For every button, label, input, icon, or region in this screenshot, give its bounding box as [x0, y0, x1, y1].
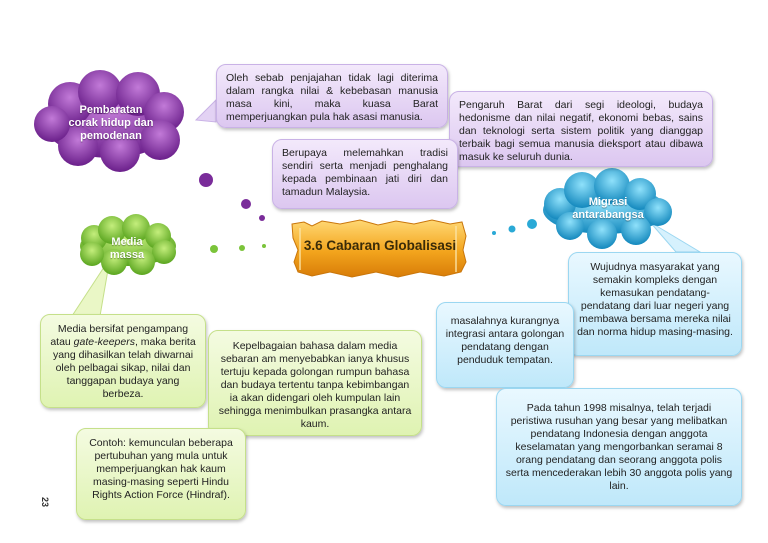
- cloud-label-migrasi: Migrasi antarabangsa: [556, 196, 660, 222]
- info-box-text: Kepelbagaian bahasa dalam media sebaran …: [218, 340, 412, 430]
- info-box-green-contoh: Contoh: kemunculan beberapa pertubuhan y…: [76, 428, 246, 520]
- callout-tail-blue-1: [649, 221, 702, 253]
- info-box-text: Media bersifat pengampang atau: [50, 323, 189, 348]
- connector-dots-purple: [199, 173, 265, 221]
- cloud-text-line: Migrasi: [588, 196, 628, 208]
- info-box-purple-pengaruh-barat: Pengaruh Barat dari segi ideologi, buday…: [449, 91, 713, 167]
- info-box-text: Wujudnya masyarakat yang semakin komplek…: [577, 261, 733, 338]
- cloud-text-line: antarabangsa: [572, 209, 644, 221]
- info-box-green-gatekeepers: Media bersifat pengampang atau gate-keep…: [40, 314, 206, 408]
- connector-dots-blue: [492, 219, 537, 235]
- cloud-media: [80, 214, 176, 275]
- page-number: 23: [40, 496, 51, 508]
- callout-tail-purple-1: [194, 98, 217, 123]
- cloud-label-media: Media massa: [92, 236, 162, 262]
- info-box-text: masalahnya kurangnya integrasi antara go…: [445, 315, 565, 366]
- info-box-emphasis: gate-keepers: [73, 336, 135, 348]
- connector-dots-green: [210, 244, 266, 253]
- info-box-text: Pada tahun 1998 misalnya, telah terjadi …: [505, 402, 733, 492]
- page-title: 3.6 Cabaran Globalisasi: [303, 238, 457, 253]
- info-box-blue-1998: Pada tahun 1998 misalnya, telah terjadi …: [496, 388, 742, 506]
- cloud-migrasi: [543, 168, 672, 249]
- info-box-green-kepelbagaian: Kepelbagaian bahasa dalam media sebaran …: [208, 330, 422, 436]
- info-box-text: Contoh: kemunculan beberapa pertubuhan y…: [89, 437, 233, 501]
- cloud-text-line: corak hidup dan: [68, 117, 154, 129]
- cloud-text-line: Media: [111, 236, 143, 248]
- info-box-text: , maka berita yang dihasilkan telah diwa…: [52, 336, 196, 400]
- title-banner: [291, 219, 467, 278]
- info-box-text: Berupaya melemahkan tradisi sendiri sert…: [282, 147, 448, 198]
- cloud-text-line: pemodenan: [80, 130, 142, 142]
- cloud-text-line: Pembaratan: [79, 104, 143, 116]
- info-box-blue-integrasi: masalahnya kurangnya integrasi antara go…: [436, 302, 574, 388]
- cloud-pembaratan: [34, 70, 184, 172]
- info-box-text: Pengaruh Barat dari segi ideologi, buday…: [459, 99, 703, 163]
- info-box-purple-berupaya: Berupaya melemahkan tradisi sendiri sert…: [272, 139, 458, 209]
- info-box-blue-masyarakat: Wujudnya masyarakat yang semakin komplek…: [568, 252, 742, 356]
- cloud-label-pembaratan: Pembaratan corak hidup dan pemodenan: [56, 104, 166, 143]
- info-box-purple-penjajahan: Oleh sebab penjajahan tidak lagi diterim…: [216, 64, 448, 128]
- info-box-text: Oleh sebab penjajahan tidak lagi diterim…: [226, 72, 438, 123]
- cloud-text-line: massa: [109, 249, 145, 261]
